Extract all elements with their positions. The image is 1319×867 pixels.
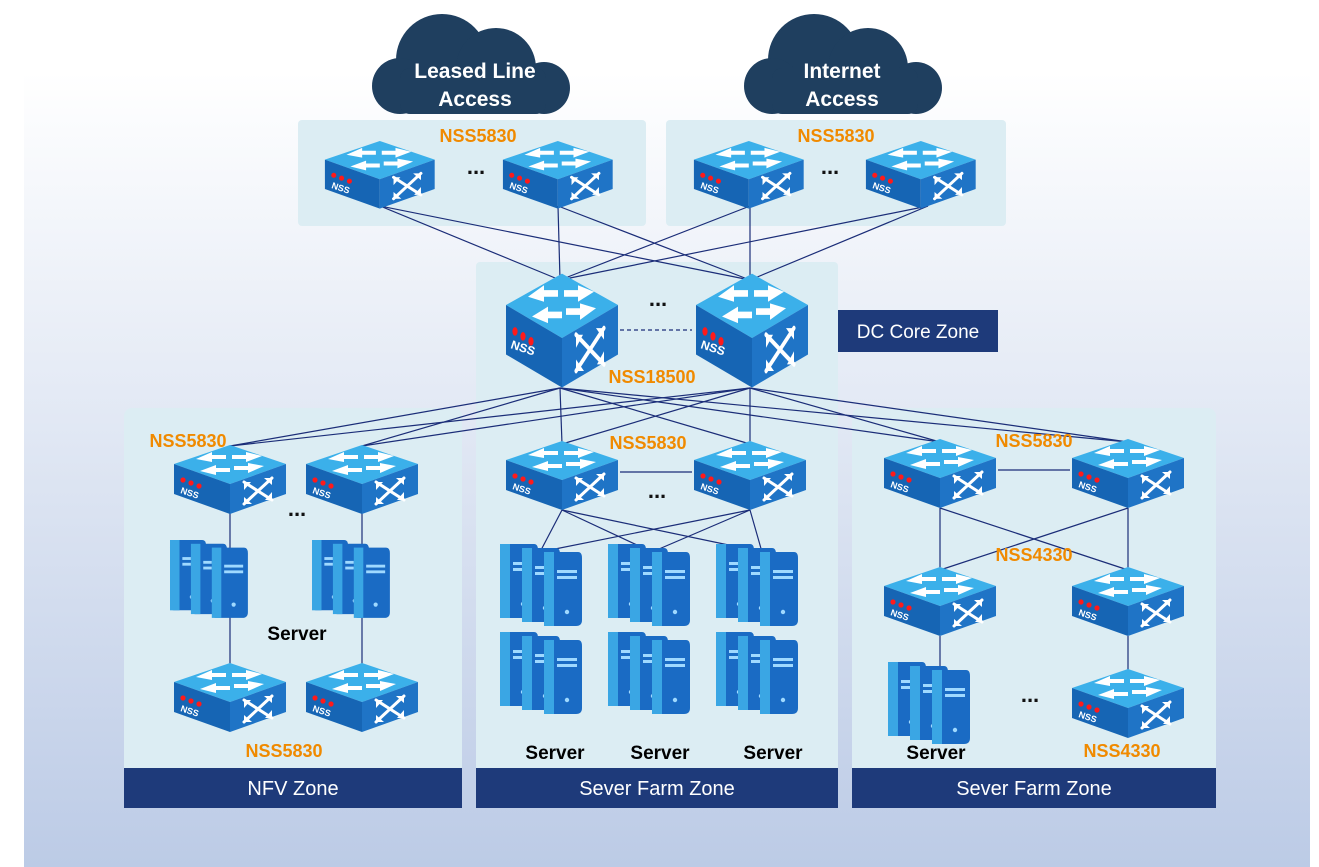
farm1-server-1[interactable] (500, 544, 582, 626)
farm1-server-6[interactable] (716, 632, 798, 714)
top-right-model-label: NSS5830 (797, 126, 874, 146)
farm1-server-3[interactable] (716, 544, 798, 626)
farm2-server[interactable] (888, 662, 970, 744)
nfv-zone-bar (124, 768, 462, 808)
dc-core-zone-tag (838, 310, 998, 352)
nfv-bottom-model-label: NSS5830 (245, 741, 322, 761)
dc-core-zone-label: DC Core Zone (857, 322, 980, 343)
nfv-ellipsis: ... (288, 496, 306, 521)
farm2-bottom-model-label: NSS4330 (1083, 741, 1160, 761)
nfv-top-model-label: NSS5830 (149, 431, 226, 451)
nfv-server-2[interactable] (312, 540, 390, 618)
farm1-server-5[interactable] (608, 632, 690, 714)
farm1-zone-bar (476, 768, 838, 808)
top-right-ellipsis: ... (821, 154, 839, 179)
top-left-model-label: NSS5830 (439, 126, 516, 146)
internet-cloud-line2: Access (805, 88, 879, 111)
core-ellipsis: ... (649, 286, 667, 311)
internet-cloud-line1: Internet (803, 60, 880, 83)
farm2-top-model-label: NSS5830 (995, 431, 1072, 451)
farm1-ellipsis: ... (648, 478, 666, 503)
farm2-mid-model-label: NSS4330 (995, 545, 1072, 565)
farm2-zone-label: Sever Farm Zone (956, 778, 1112, 800)
farm2-server-label: Server (906, 743, 966, 764)
nfv-server-1[interactable] (170, 540, 248, 618)
farm1-zone-label: Sever Farm Zone (579, 778, 735, 800)
farm1-model-label: NSS5830 (609, 433, 686, 453)
farm1-server-4[interactable] (500, 632, 582, 714)
farm1-server-2[interactable] (608, 544, 690, 626)
farm1-server-label-b: Server (630, 743, 690, 764)
farm2-ellipsis: ... (1021, 682, 1039, 707)
farm1-server-label-a: Server (525, 743, 585, 764)
farm1-server-label-c: Server (743, 743, 803, 764)
leased-cloud-line1: Leased Line (414, 60, 535, 83)
nfv-zone-label: NFV Zone (247, 778, 338, 800)
core-model-label: NSS18500 (608, 367, 695, 387)
leased-cloud-line2: Access (438, 88, 512, 111)
farm2-zone-bar (852, 768, 1216, 808)
top-left-ellipsis: ... (467, 154, 485, 179)
nfv-server-label: Server (267, 624, 327, 645)
